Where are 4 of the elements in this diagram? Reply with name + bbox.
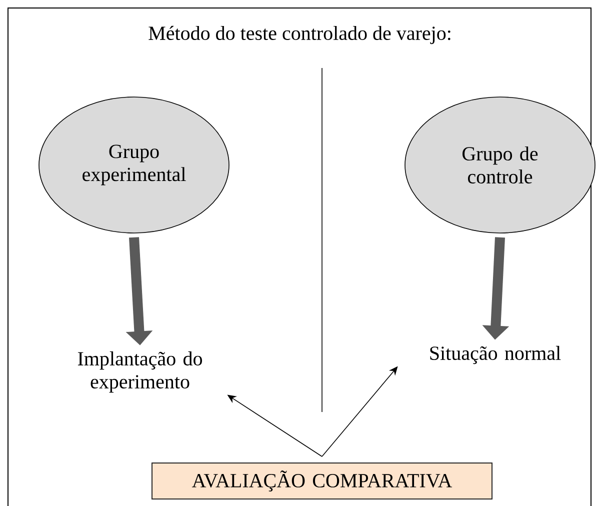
outcome-text: Implantação do experimento (78, 351, 202, 393)
evaluation-box: AVALIAÇÃO COMPARATIVA (152, 462, 492, 500)
outcome-text: Situação normal (430, 346, 561, 364)
title: Método do teste controlado de varejo: (148, 26, 450, 44)
